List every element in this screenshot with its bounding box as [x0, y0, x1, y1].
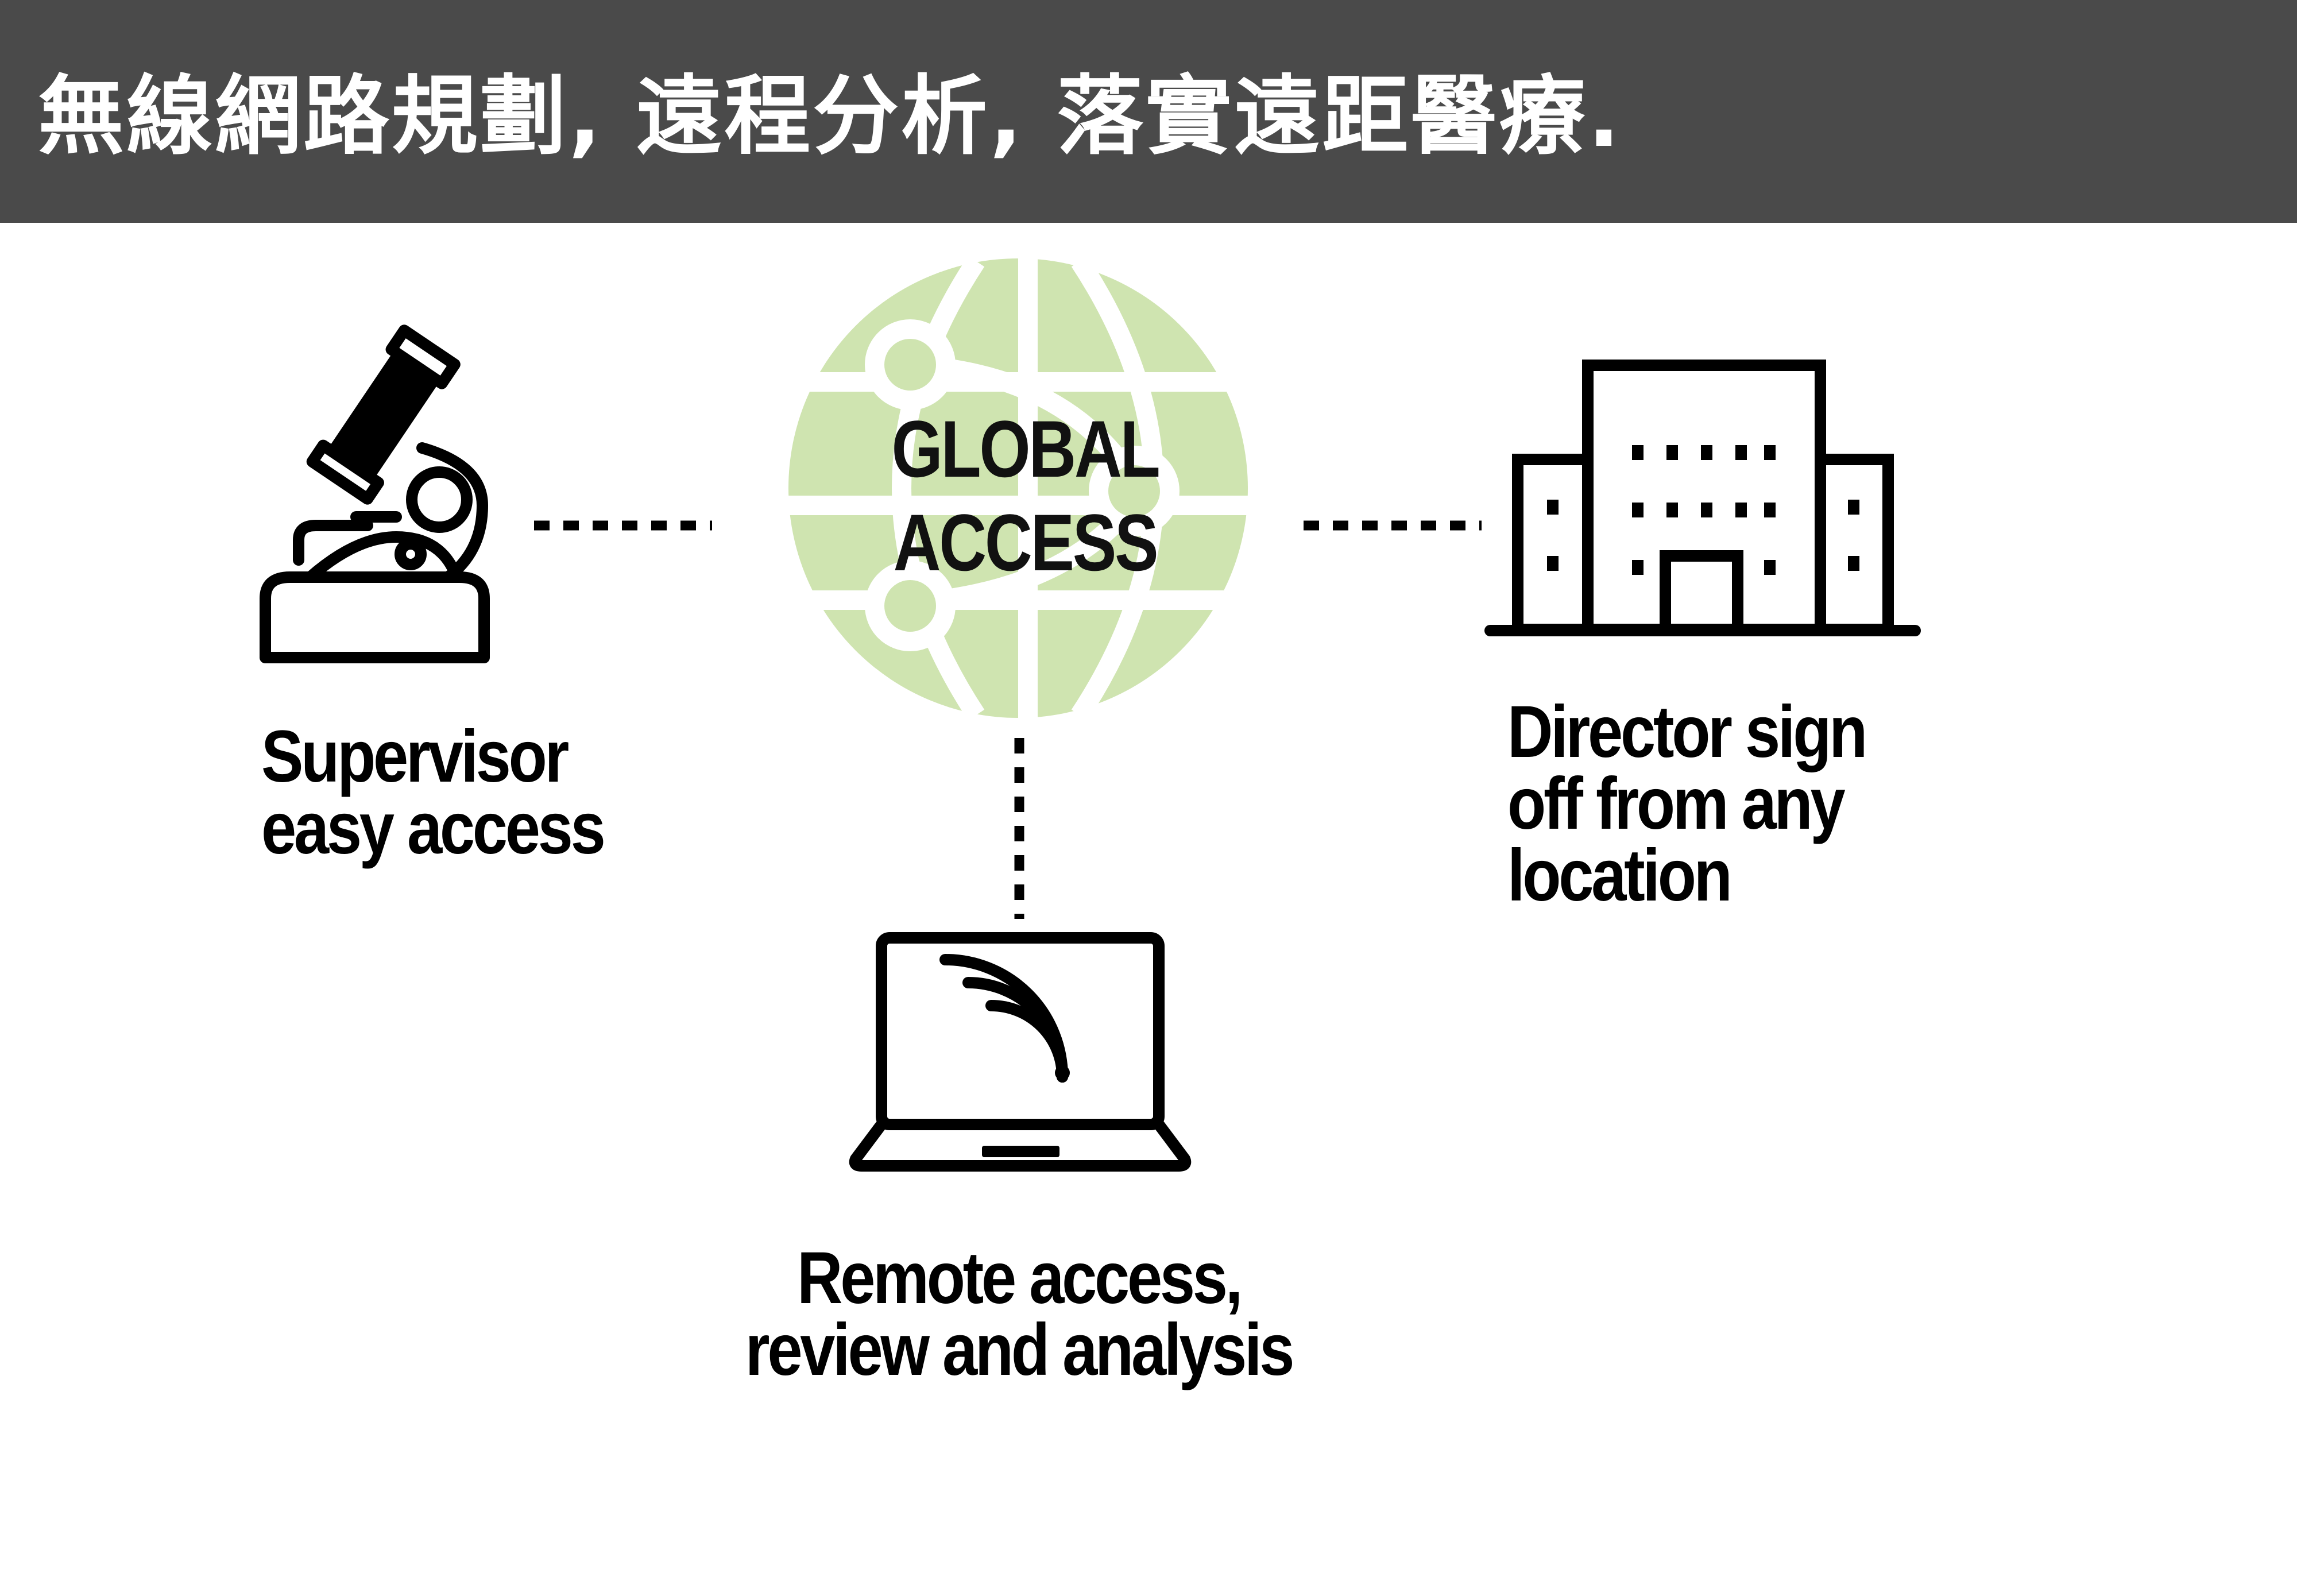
director-caption: Director sign off from any location — [1507, 691, 1867, 917]
director-caption-line2: off from any — [1507, 763, 1846, 845]
remote-caption-line2: review and analysis — [745, 1309, 1295, 1391]
director-caption-line1: Director sign — [1507, 691, 1867, 773]
globe-icon — [784, 253, 1258, 724]
remote-caption-line1: Remote access, — [796, 1237, 1243, 1319]
building-icon — [1484, 360, 1921, 636]
remote-caption: Remote access, review and analysis — [745, 1237, 1295, 1391]
header-bar: 無線網路規劃, 遠程分析, 落實遠距醫療. — [0, 0, 2297, 223]
laptop-wifi-icon — [849, 932, 1192, 1172]
supervisor-caption: Supervisor easy access — [261, 716, 606, 870]
globe-label: GLOBAL ACCESS — [891, 402, 1161, 589]
microscope-icon — [260, 324, 490, 663]
supervisor-caption-line2: easy access — [261, 787, 606, 870]
globe-label-line2: ACCESS — [893, 497, 1159, 588]
supervisor-caption-line1: Supervisor — [261, 716, 569, 798]
globe-label-line1: GLOBAL — [891, 404, 1161, 494]
director-caption-line3: location — [1507, 834, 1733, 917]
page-title: 無線網路規劃, 遠程分析, 落實遠距醫療. — [38, 67, 1623, 167]
